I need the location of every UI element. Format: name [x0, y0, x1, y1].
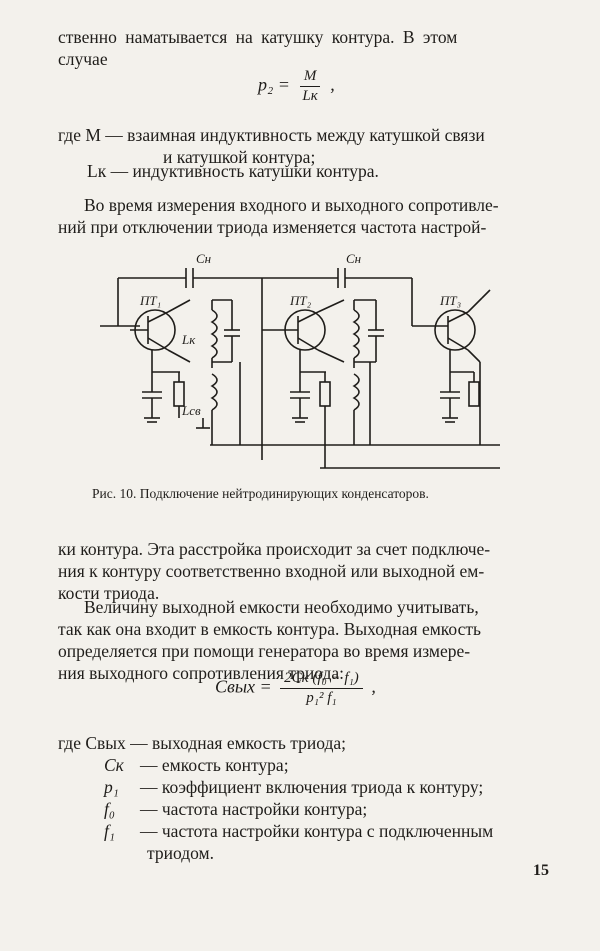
definition-row: триодом.: [147, 842, 214, 864]
definition-text: — частота настройки контура с подключенн…: [140, 821, 494, 841]
cn1-label: Cн: [196, 251, 211, 266]
definition-symbol: f₁: [104, 821, 115, 841]
text-line: Величину выходной емкости необходимо учи…: [84, 597, 479, 617]
definition-text: — емкость контура;: [140, 755, 289, 775]
definition-row: где Cвых — выходная емкость триода;: [58, 732, 346, 754]
lsv-label: Lсв: [181, 403, 201, 418]
text-line: ки контура. Эта расстройка происходит за…: [58, 539, 491, 559]
definition-row: p₁ — коэффициент включения триода к конту…: [104, 776, 483, 798]
formula-fraction: 2Cк (f₀ − f₁) p₁² f₁: [280, 670, 363, 707]
pp1-label: ПТ₁: [139, 293, 161, 308]
text-line: определяется при помощи генератора во вр…: [58, 641, 471, 661]
cn2-label: Cн: [346, 251, 361, 266]
formula-tail: ,: [371, 676, 376, 697]
formula-denominator: p₁² f₁: [306, 690, 337, 706]
definition-symbol: где Cвых: [58, 733, 126, 753]
formula-tail: ,: [330, 74, 335, 95]
definition-text: триодом.: [147, 843, 214, 863]
figure-caption: Рис. 10. Подключение нейтродинирующих ко…: [92, 486, 429, 501]
definition-row: f₁ — частота настройки контура с подключе…: [104, 820, 493, 842]
lk-label: Lк: [181, 332, 196, 347]
text-line: так как она входит в емкость контура. Вы…: [58, 619, 481, 639]
definition-symbol: Cк: [104, 755, 124, 775]
definition-row: f₀ — частота настройки контура;: [104, 798, 367, 820]
pp3-label: ПТ₃: [439, 293, 461, 308]
definition-symbol: p₁: [104, 777, 119, 797]
text-line: кости триода.: [58, 583, 160, 603]
pp2-label: ПТ₂: [289, 293, 312, 308]
text-line: ния к контуру соответственно входной или…: [58, 561, 485, 581]
text-line: Lк — индуктивность катушки контура.: [87, 161, 379, 181]
definition-row: Cк — емкость контура;: [104, 754, 289, 776]
formula-fraction: M Lк: [298, 68, 321, 105]
text-line: ний при отключении триода изменяется час…: [58, 217, 487, 237]
text-line: и катушкой контура;: [163, 147, 316, 167]
formula-numerator: M: [299, 68, 321, 87]
formula-denominator: Lк: [302, 88, 318, 104]
text-line: ния выходного сопротивления триода:: [58, 663, 344, 683]
definition-symbol: f₀: [104, 799, 115, 819]
formula-lhs: p₂ =: [258, 74, 290, 95]
formula-p2: p₂ = M Lк ,: [258, 68, 335, 105]
definition-text: — выходная емкость триода;: [130, 733, 347, 753]
formula-cout: Cвых = 2Cк (f₀ − f₁) p₁² f₁ ,: [215, 670, 376, 707]
text-line: случае: [58, 49, 108, 69]
definition-text: — коэффициент включения триода к контуру…: [140, 777, 484, 797]
formula-numerator: 2Cк (f₀ − f₁): [280, 670, 363, 689]
definition-text: — частота настройки контура;: [140, 799, 368, 819]
text-line: ственно наматывается на катушку контура.…: [58, 27, 458, 47]
page-number: 15: [533, 862, 549, 879]
formula-lhs: Cвых =: [215, 676, 272, 697]
text-line: Во время измерения входного и выходного …: [84, 195, 499, 215]
text-line: где M — взаимная индуктивность между кат…: [58, 125, 485, 145]
